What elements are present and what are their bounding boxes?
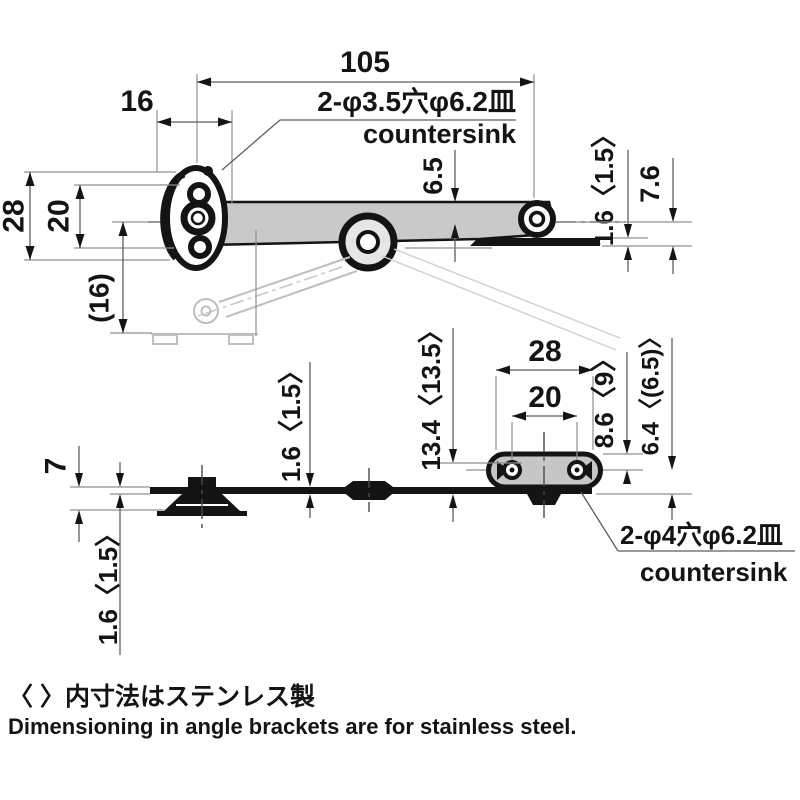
- dim-16-paren-label: (16): [84, 273, 115, 323]
- dim-20-bottom-label: 20: [528, 381, 561, 414]
- dim-20-left: 20: [43, 184, 180, 249]
- dim-28-bottom-label: 28: [528, 335, 561, 368]
- dim-7-6-label: 7.6: [635, 165, 665, 203]
- note-english: Dimensioning in angle brackets are for s…: [8, 714, 577, 739]
- dim-16: 16: [120, 85, 233, 203]
- dim-16-paren: (16): [84, 221, 160, 334]
- dim-28-bottom: 28: [495, 335, 594, 450]
- dim-6-4: 6.4〈(6.5)〉: [596, 325, 692, 520]
- callout-countersink-top: 2-φ3.5穴φ6.2皿 countersink: [221, 86, 517, 171]
- plate-top-lug: [203, 166, 213, 176]
- middle-joint: [341, 481, 397, 500]
- dim-1-6-middle-label: 1.6〈1.5〉: [276, 358, 306, 482]
- dim-1-6-top-label: 1.6〈1.5〉: [589, 122, 619, 246]
- end-flange: [470, 238, 600, 246]
- dim-1-6-bottom-left: 1.6〈1.5〉: [93, 462, 150, 655]
- dim-20-bottom: 20: [511, 381, 578, 460]
- dim-13-4: 13.4〈13.5〉: [416, 317, 522, 522]
- footnotes: 〈 〉内寸法はステンレス製 Dimensioning in angle brac…: [8, 683, 577, 739]
- dim-105: 105: [196, 46, 535, 198]
- dim-1-6-top: 1.6〈1.5〉: [589, 122, 692, 272]
- callout-countersink-bottom: 2-φ4穴φ6.2皿 countersink: [580, 491, 795, 587]
- dim-7: 7: [40, 446, 164, 542]
- dim-20-left-label: 20: [43, 199, 76, 232]
- dim-6-5-label: 6.5: [418, 157, 448, 195]
- callout-bottom-line1: 2-φ4穴φ6.2皿: [620, 520, 783, 550]
- phantom-folded-position: [151, 230, 621, 351]
- dim-6-5: 6.5: [405, 150, 492, 262]
- callout-top-line1: 2-φ3.5穴φ6.2皿: [317, 86, 516, 117]
- dim-16-label: 16: [120, 85, 153, 118]
- dim-7-label: 7: [40, 458, 73, 475]
- callout-bottom-leader: [580, 491, 619, 552]
- dim-28-left-label: 28: [0, 199, 31, 232]
- dim-1-6-middle: 1.6〈1.5〉: [276, 358, 314, 518]
- dim-8-6-label: 8.6〈9〉: [589, 346, 619, 449]
- plate-screw-hole-top: [187, 182, 211, 206]
- callout-bottom-line2: countersink: [640, 557, 788, 587]
- plate-screw-hole-bottom: [188, 235, 212, 259]
- dim-1-6-bottom-left-label: 1.6〈1.5〉: [93, 521, 123, 645]
- dim-6-4-label: 6.4〈(6.5)〉: [638, 325, 665, 456]
- dim-8-6: 8.6〈9〉: [589, 346, 643, 484]
- phantom-pivot: [193, 298, 219, 324]
- dim-105-label: 105: [340, 46, 390, 79]
- bottom-view-flat: [150, 432, 643, 530]
- bracket-tab: [527, 494, 561, 505]
- dim-28-left: 28: [0, 171, 176, 261]
- callout-top-line2: countersink: [363, 119, 517, 149]
- note-japanese: 〈 〉内寸法はステンレス製: [8, 683, 315, 711]
- dim-7-6: 7.6: [556, 158, 692, 274]
- callout-top-leader: [221, 119, 281, 171]
- top-view-extended: [148, 165, 625, 272]
- dim-13-4-label: 13.4〈13.5〉: [416, 317, 446, 470]
